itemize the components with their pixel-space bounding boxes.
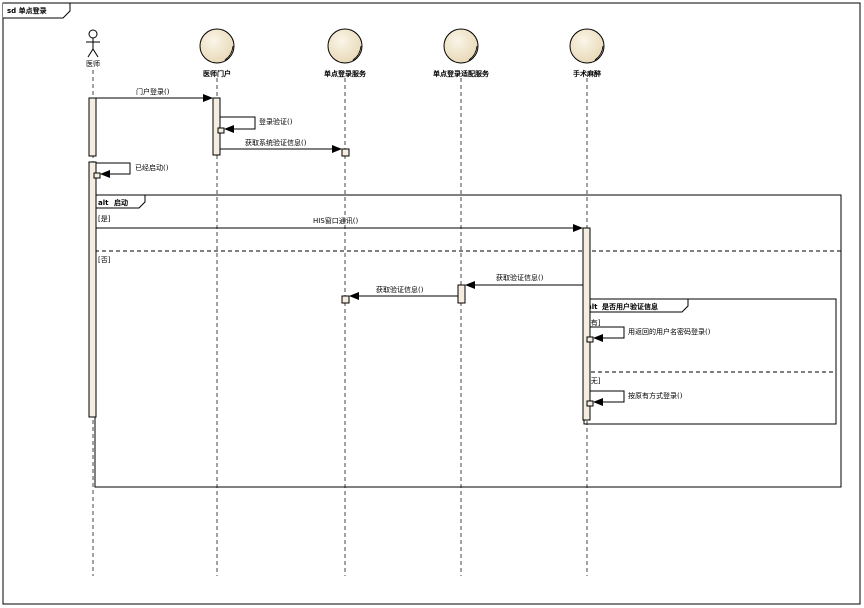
execution-box [586,336,594,343]
message-already-started: 已经启动() [96,162,169,178]
entity-anesthesia: 手术麻醉 [569,28,605,78]
message-portal-login: 门户登录() [96,87,213,102]
lifeline-label: 单点登录适配服务 [433,69,490,78]
activation-bar [457,284,466,304]
fragment-operator: alt [587,303,598,311]
message-his-window-comm: HIS窗口通讯() [96,216,583,232]
message-get-system-auth: 获取系统验证信息() [220,138,342,153]
message-label: HIS窗口通讯() [313,216,359,225]
message-login-with-returned-credentials: 用返回的用户名密码登录() [590,326,711,342]
message-label: 用返回的用户名密码登录() [628,327,711,336]
fragment-guard: [否] [98,256,111,264]
execution-box [586,400,594,407]
entity-sso-service: 单点登录服务 [324,28,367,78]
lifeline-label: 手术麻醉 [573,69,601,78]
activation-bar [582,227,591,421]
message-get-auth-from-adapter: 获取验证信息() [465,273,583,289]
frame-title-tab [3,2,71,19]
execution-box [93,172,101,179]
execution-box [217,127,225,134]
fragment-guard: [无] [588,377,601,385]
fragment-title: 启动 [114,198,128,207]
activation-bar [212,97,221,156]
lifeline-label: 医师 [86,59,100,68]
lifeline-label: 单点登录服务 [324,69,367,78]
message-login-original-way: 按原有方式登录() [590,390,683,406]
fragment-operator: alt [98,199,109,207]
entity-doctor-portal: 医师门户 [199,28,235,78]
activation-bar [88,97,97,157]
actor-doctor: 医师 [86,29,100,68]
activation-bar [88,161,97,418]
frame-title: sd 单点登录 [7,6,47,15]
fragment-guard: [有] [588,318,601,327]
message-get-auth-from-sso: 获取验证信息() [349,285,458,300]
fragment-alt-user-auth: alt 是否用户验证信息 [有] [无] [583,298,837,425]
lifeline-label: 医师门户 [203,69,231,78]
execution-box [341,295,350,304]
message-label: 已经启动() [135,163,169,172]
entity-sso-adapter-service: 单点登录适配服务 [433,28,490,78]
message-label: 按原有方式登录() [628,391,683,400]
message-label: 门户登录() [136,87,170,96]
message-label: 获取系统验证信息() [245,138,307,147]
fragment-alt-start: alt 启动 [是] [否] [94,194,842,488]
fragment-title: 是否用户验证信息 [601,302,658,311]
message-label: 获取验证信息() [376,285,424,294]
message-login-verify: 登录验证() [220,116,293,133]
execution-box [341,148,350,157]
message-label: 获取验证信息() [496,273,544,282]
fragment-guard: [是] [98,215,111,223]
message-label: 登录验证() [259,117,293,126]
